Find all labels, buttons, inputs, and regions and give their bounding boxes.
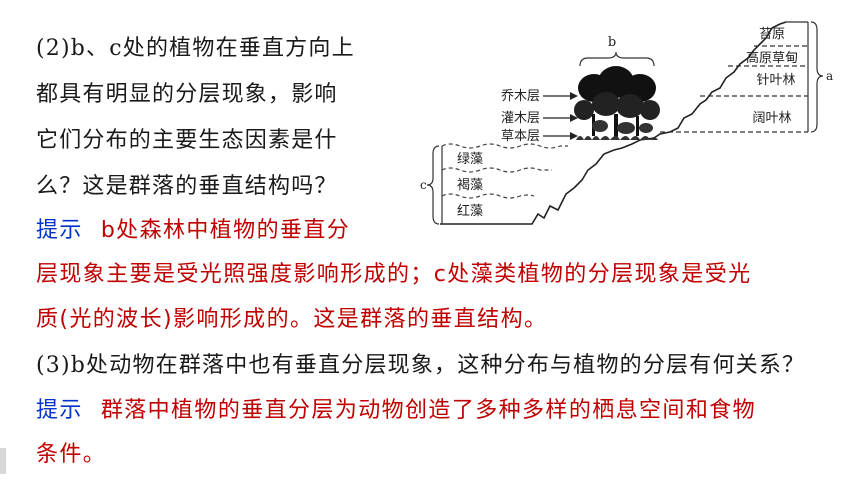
answer3-line1: 提示群落中植物的垂直分层为动物创造了多种多样的栖息空间和食物: [36, 396, 756, 426]
algae-divider: [441, 167, 552, 173]
arrow-herb-head: [570, 132, 578, 140]
zone-label-meadow: 高原草甸: [746, 50, 798, 66]
hint-label: 提示: [36, 398, 83, 423]
layer-label-shrub: 灌木层: [501, 111, 540, 126]
layer-label-tree: 乔木层: [501, 89, 540, 104]
zone-label-tundra: 苔原: [759, 27, 785, 42]
question2-line4: 么？这是群落的垂直结构吗？: [36, 174, 338, 199]
answer2-line1: 提示 b处森林中植物的垂直分: [36, 216, 350, 246]
label-c: c: [420, 178, 427, 192]
question2-line3: 它们分布的主要生态因素是什: [36, 128, 338, 153]
algae-label-red: 红藻: [457, 203, 483, 219]
water-surface: [441, 143, 568, 149]
answer3-line2: 条件。: [36, 442, 107, 467]
question3-line1: (3)b处动物在群落中也有垂直分层现象，这种分布与植物的分层有何关系？: [36, 353, 806, 378]
answer2-text: b处森林中植物的垂直分: [100, 218, 351, 243]
forest-icon: [574, 66, 660, 140]
layer-label-herb: 草本层: [501, 129, 540, 144]
question2-line1: (2)b、c处的植物在垂直方向上: [36, 36, 355, 61]
algae-label-brown: 褐藻: [457, 178, 483, 193]
left-edge-mark: [0, 448, 6, 474]
brace-a: [810, 21, 824, 133]
answer2-line2: 层现象主要是受光照强度影响形成的；c处藻类植物的分层现象是受光: [36, 262, 752, 287]
algae-divider: [441, 193, 535, 199]
algae-label-green: 绿藻: [457, 152, 483, 167]
zone-label-broadleaf: 阔叶林: [752, 111, 791, 126]
hint-label: 提示: [36, 218, 83, 243]
zone-label-conifer: 针叶林: [756, 73, 795, 88]
answer2-line3: 质(光的波长)影响形成的。这是群落的垂直结构。: [36, 307, 548, 332]
label-a: a: [826, 69, 833, 83]
mountain-slope: [440, 21, 787, 225]
brace-b: [579, 51, 655, 67]
arrow-tree-head: [570, 92, 578, 100]
label-b: b: [608, 35, 616, 50]
vertical-structure-diagram: a 苔原 高原草甸 针叶林 阔叶林 b 乔木层 灌木层 草本层 c 绿藻: [420, 21, 833, 225]
brace-c: [426, 145, 440, 225]
question2-line2: 都具有明显的分层现象，影响: [36, 82, 338, 107]
answer3-text: 群落中植物的垂直分层为动物创造了多种多样的栖息空间和食物: [100, 398, 757, 423]
arrow-shrub-head: [570, 114, 578, 122]
